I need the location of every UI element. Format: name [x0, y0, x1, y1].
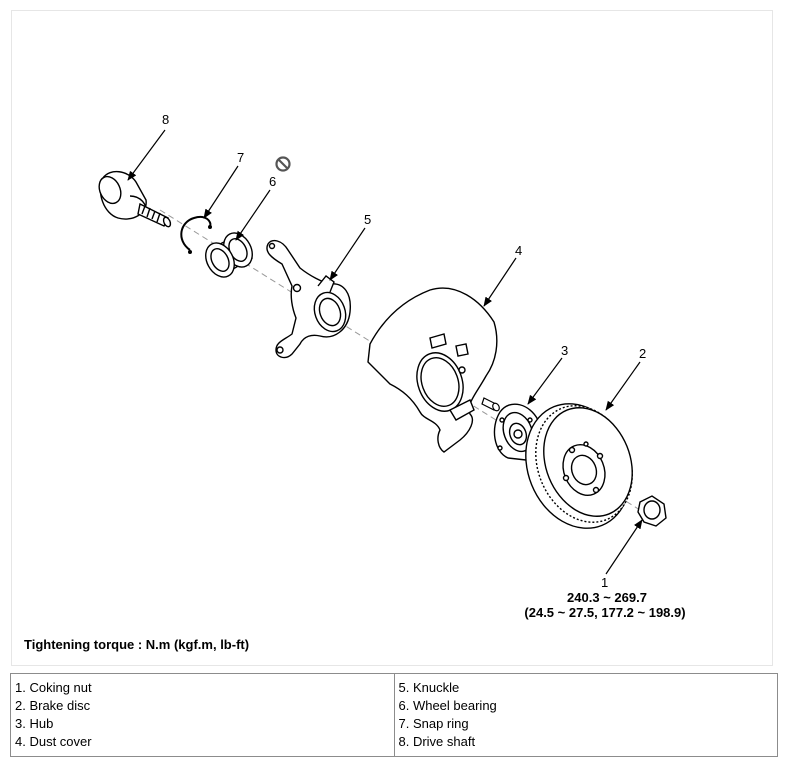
- torque-nm: 240.3 ~ 269.7: [567, 590, 647, 605]
- legend-item: 3. Hub: [15, 716, 54, 731]
- figure-frame: [11, 10, 773, 666]
- coking-nut: [637, 495, 667, 527]
- callout-4: 4: [515, 243, 522, 258]
- callout-5: 5: [364, 212, 371, 227]
- legend-column-right: 5. Knuckle 6. Wheel bearing 7. Snap ring…: [393, 673, 778, 757]
- legend-item: 4. Dust cover: [15, 734, 92, 749]
- leader-8: [127, 129, 166, 181]
- parts-legend-table: 1. Coking nut 2. Brake disc 3. Hub 4. Du…: [10, 673, 778, 757]
- legend-column-left: 1. Coking nut 2. Brake disc 3. Hub 4. Du…: [10, 673, 395, 757]
- callout-1: 1: [601, 575, 608, 590]
- brake-disc: [525, 403, 633, 529]
- prohibited-icon: [275, 156, 291, 172]
- leader-4: [483, 257, 517, 307]
- callout-7: 7: [237, 150, 244, 165]
- wheel-stud: [481, 397, 500, 412]
- dust-cover: [367, 287, 498, 453]
- tightening-torque-caption: Tightening torque : N.m (kgf.m, lb-ft): [24, 637, 250, 652]
- leader-6: [235, 189, 271, 241]
- leader-7: [203, 165, 239, 219]
- drive-shaft: [98, 171, 172, 228]
- leader-1: [605, 519, 643, 575]
- leader-3: [527, 357, 563, 405]
- legend-item: 1. Coking nut: [15, 680, 92, 695]
- legend-item: 8. Drive shaft: [398, 734, 476, 749]
- table-row: 1. Coking nut 2. Brake disc 3. Hub 4. Du…: [10, 673, 778, 757]
- legend-item: 2. Brake disc: [15, 698, 91, 713]
- knuckle: [266, 239, 351, 359]
- torque-alt: (24.5 ~ 27.5, 177.2 ~ 198.9): [524, 605, 685, 620]
- exploded-diagram: 8 7 6 5 4 3 2 1 240.3 ~ 269.7 (24.5 ~ 27…: [98, 112, 686, 620]
- leader-2: [605, 361, 641, 411]
- wheel-bearing: [205, 232, 254, 278]
- callout-3: 3: [561, 343, 568, 358]
- legend-item: 7. Snap ring: [398, 716, 469, 731]
- legend-item: 5. Knuckle: [398, 680, 460, 695]
- callout-8: 8: [162, 112, 169, 127]
- callout-2: 2: [639, 346, 646, 361]
- callout-6: 6: [269, 174, 276, 189]
- snap-ring: [180, 216, 212, 251]
- leader-5: [329, 227, 366, 281]
- legend-item: 6. Wheel bearing: [398, 698, 497, 713]
